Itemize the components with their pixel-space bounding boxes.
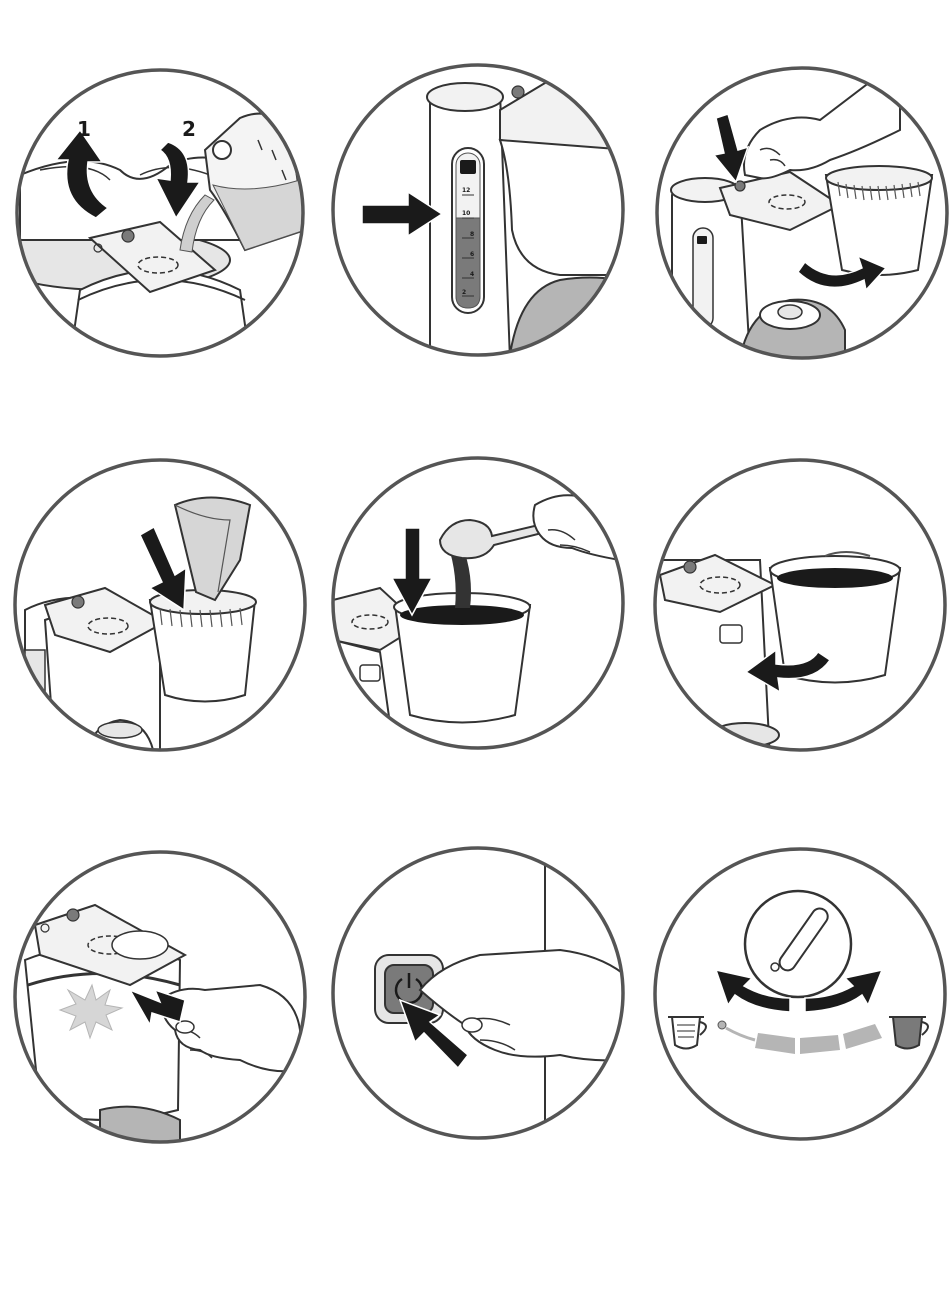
gauge-mark-2: 2 <box>462 289 466 296</box>
gauge-mark-10: 10 <box>462 210 470 217</box>
gauge-mark-4: 4 <box>470 271 474 278</box>
step-7-close-lid-click <box>15 852 305 1150</box>
step-2-water-level-gauge: 12 10 8 6 4 2 <box>333 65 630 360</box>
step-3-open-lid-swing-filter <box>657 68 947 360</box>
step-label-1: 1 <box>77 117 91 141</box>
step-label-2: 2 <box>182 117 196 141</box>
step-4-insert-paper-filter <box>15 460 305 760</box>
gauge-mark-6: 6 <box>470 251 474 258</box>
gauge-mark-8: 8 <box>470 231 474 238</box>
gauge-mark-12: 12 <box>462 187 470 194</box>
step-5-add-ground-coffee <box>333 458 623 760</box>
step-6-swing-filter-back <box>655 460 945 760</box>
step-1-open-lid-pour-water: 1 2 <box>0 68 305 360</box>
step-8-press-power-button <box>333 848 625 1140</box>
step-9-aroma-dial <box>655 849 945 1139</box>
